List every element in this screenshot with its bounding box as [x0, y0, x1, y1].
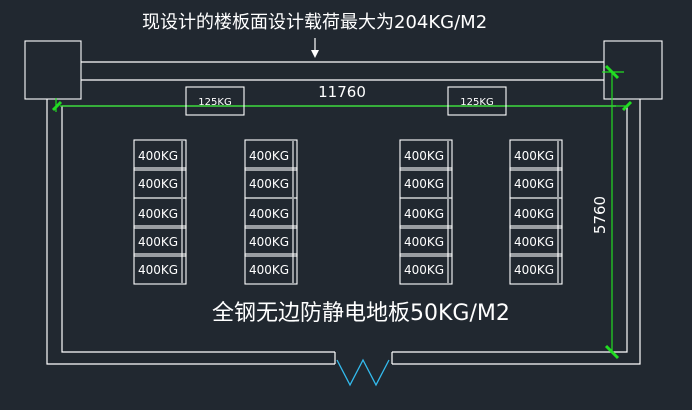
rack-box: [244, 225, 298, 257]
rack-load-label: 400KG: [138, 177, 178, 191]
load-label-125-left: 125KG: [198, 97, 231, 108]
rack-load-label: 400KG: [404, 263, 444, 277]
rack-load-label: 400KG: [514, 149, 554, 163]
rack-load-label: 400KG: [249, 177, 289, 191]
rack-column: 400KG 400KG 400KG 400KG 400KG: [399, 139, 453, 285]
wall-inner-left-bottom: [61, 106, 335, 353]
dim-depth-label: 5760: [591, 196, 609, 234]
dim-vertical-tick-top: [604, 64, 620, 80]
rack-box: [399, 197, 453, 229]
rack-column: 400KG 400KG 400KG 400KG 400KG: [509, 139, 563, 285]
dim-horizontal-tick-left: [51, 100, 63, 112]
rack-load-label: 400KG: [404, 235, 444, 249]
wall-outer-left-bottom: [46, 99, 335, 365]
rack-load-label: 400KG: [138, 149, 178, 163]
rack-column: 400KG 400KG 400KG 400KG 400KG: [244, 139, 298, 285]
rack-box: [399, 139, 453, 171]
top-load-note: 现设计的楼板面设计载荷最大为204KG/M2: [142, 12, 487, 33]
door-swing-symbol: [336, 358, 390, 387]
rack-column: 400KG 400KG 400KG 400KG 400KG: [133, 139, 187, 285]
rack-load-label: 400KG: [514, 177, 554, 191]
rack-box: [244, 197, 298, 229]
rack-load-label: 400KG: [249, 207, 289, 221]
rack-box: [509, 253, 563, 285]
rack-load-label: 400KG: [404, 207, 444, 221]
dim-width-label: 11760: [318, 83, 366, 101]
rack-box: [133, 139, 187, 171]
rack-box: [399, 253, 453, 285]
dim-horizontal-tick-right: [621, 100, 633, 112]
floor-load-note: 全钢无边防静电地板50KG/M2: [212, 301, 510, 326]
rack-columns: 400KG400KG400KG400KG400KG400KG400KG400KG…: [133, 139, 563, 285]
wall-outer-right-bottom: [392, 99, 641, 365]
column-top-left: [24, 40, 82, 100]
rack-load-label: 400KG: [138, 263, 178, 277]
rack-box: [509, 225, 563, 257]
column-top-right: [603, 40, 663, 100]
rack-box: [133, 225, 187, 257]
dim-vertical-tick-bottom: [604, 344, 620, 360]
rack-load-label: 400KG: [404, 149, 444, 163]
rack-box: [133, 197, 187, 229]
rack-load-label: 400KG: [138, 235, 178, 249]
load-box-125-left: [185, 86, 245, 116]
rack-box: [509, 139, 563, 171]
rack-load-label: 400KG: [514, 207, 554, 221]
rack-box: [244, 253, 298, 285]
note-arrow-head: [311, 50, 319, 58]
rack-load-label: 400KG: [249, 235, 289, 249]
load-box-125-right: [447, 86, 507, 116]
rack-load-label: 400KG: [514, 235, 554, 249]
rack-load-label: 400KG: [514, 263, 554, 277]
rack-load-label: 400KG: [249, 149, 289, 163]
rack-box: [244, 139, 298, 171]
wall-inner-right-bottom: [392, 106, 628, 353]
load-label-125-right: 125KG: [460, 97, 493, 108]
rack-box: [509, 197, 563, 229]
rack-box: [133, 253, 187, 285]
rack-load-label: 400KG: [138, 207, 178, 221]
rack-load-label: 400KG: [404, 177, 444, 191]
rack-box: [399, 225, 453, 257]
rack-load-label: 400KG: [249, 263, 289, 277]
